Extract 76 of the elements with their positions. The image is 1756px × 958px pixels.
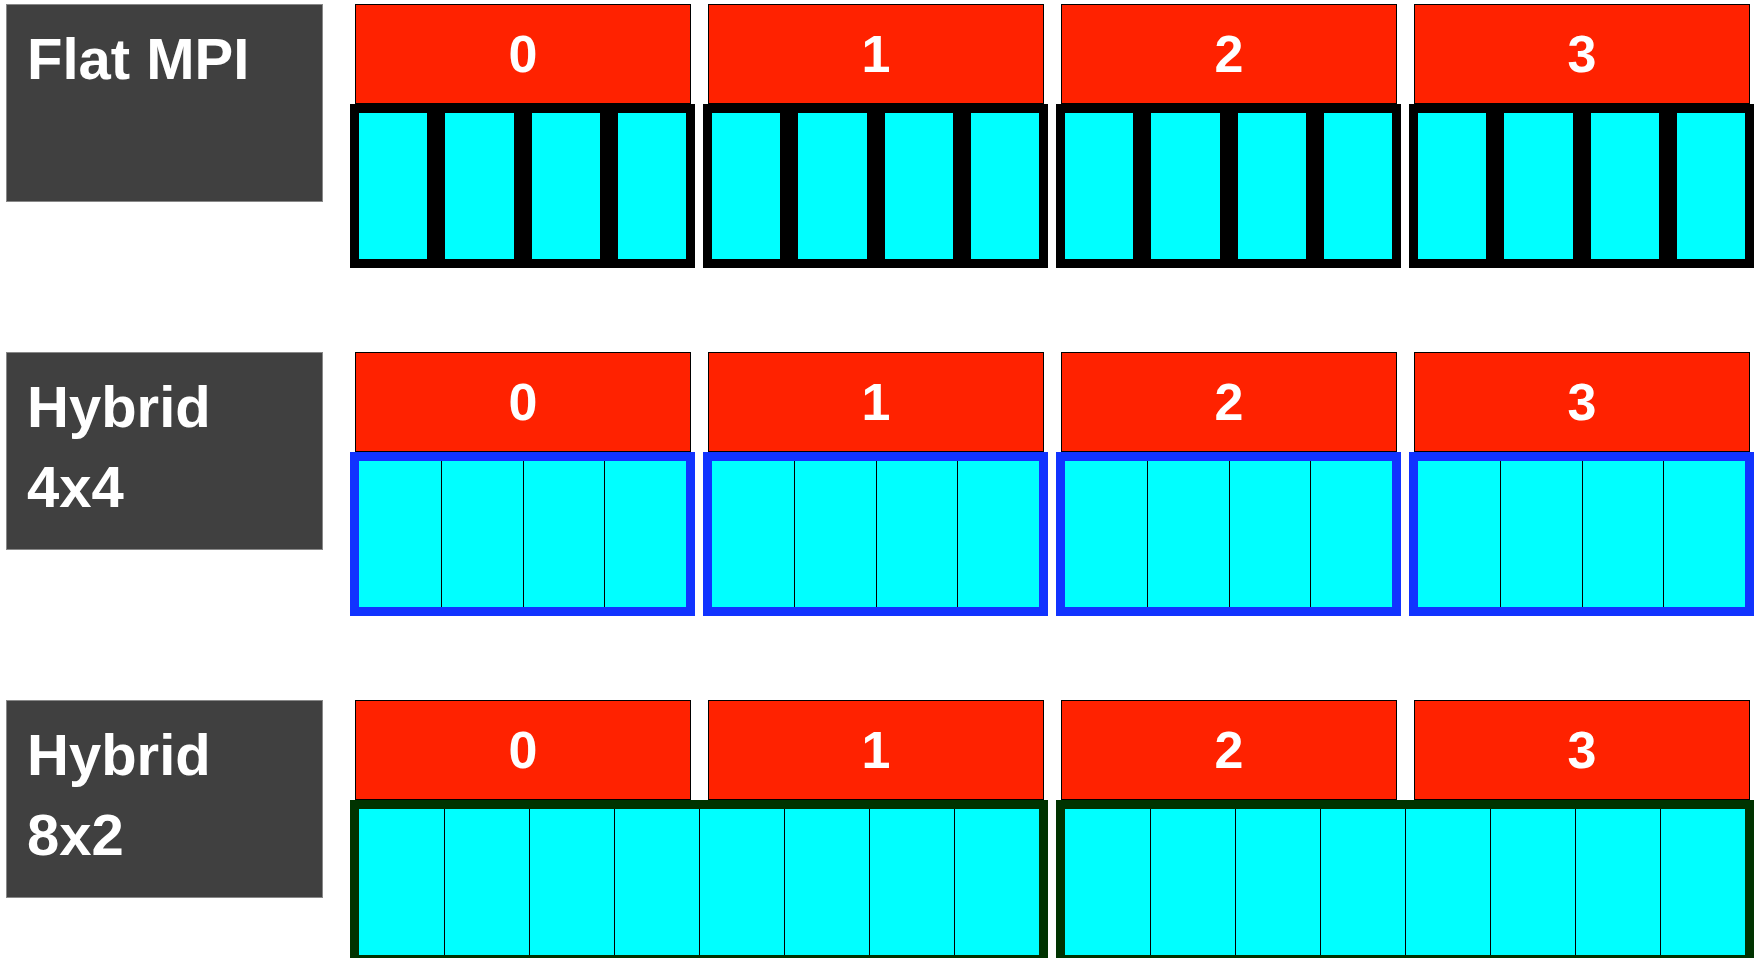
rank-number: 3	[1567, 372, 1597, 432]
rank-number: 1	[861, 24, 891, 84]
rank-number: 2	[1214, 720, 1244, 780]
row-label: Hybrid 8x2	[27, 721, 212, 869]
core-cell	[604, 461, 686, 607]
core-cell	[1663, 461, 1745, 607]
core-cell	[440, 461, 523, 607]
core-cell	[875, 461, 958, 607]
core-cell	[1490, 809, 1575, 955]
core-cell	[1499, 461, 1582, 607]
core-cell	[359, 461, 441, 607]
core-cell	[1575, 809, 1660, 955]
core-cell	[614, 809, 699, 955]
label-panel	[6, 700, 323, 898]
core-cell	[703, 104, 790, 268]
core-cell	[793, 461, 876, 607]
core-cell	[954, 809, 1039, 955]
core-cell	[784, 809, 869, 955]
group-outline	[1056, 452, 1401, 616]
core-cell	[1065, 461, 1147, 607]
core-cell	[1660, 809, 1745, 955]
core-cell	[350, 104, 437, 268]
header-bar	[1414, 4, 1750, 104]
row-label: Hybrid 4x4	[27, 373, 212, 521]
core-cell	[1418, 461, 1500, 607]
core-cell	[869, 809, 954, 955]
group-outline	[1409, 452, 1754, 616]
header-bar	[708, 700, 1044, 800]
header-bar	[708, 352, 1044, 452]
header-bar	[355, 4, 691, 104]
rank-number: 1	[861, 720, 891, 780]
rank-number: 3	[1567, 720, 1597, 780]
core-cell	[1314, 104, 1401, 268]
core-cell	[957, 461, 1039, 607]
rank-number: 1	[861, 372, 891, 432]
group-outline	[350, 452, 695, 616]
core-cell	[1320, 809, 1405, 955]
rank-number: 2	[1214, 372, 1244, 432]
core-cell	[444, 809, 529, 955]
label-panel	[6, 352, 323, 550]
rank-number: 0	[508, 372, 538, 432]
core-cell	[529, 809, 614, 955]
group-outline	[703, 452, 1048, 616]
row-label: Flat MPI	[27, 25, 250, 93]
rank-number: 2	[1214, 24, 1244, 84]
core-cell	[1581, 461, 1664, 607]
core-cell	[359, 809, 444, 955]
header-bar	[708, 4, 1044, 104]
rank-number: 3	[1567, 24, 1597, 84]
core-cell	[1146, 461, 1229, 607]
group-outline	[1056, 800, 1754, 958]
group-outline	[350, 800, 1048, 958]
core-cell	[1150, 809, 1235, 955]
core-cell	[1310, 461, 1392, 607]
label-panel	[6, 4, 323, 202]
rank-number: 0	[508, 24, 538, 84]
header-bar	[355, 352, 691, 452]
core-cell	[712, 461, 794, 607]
header-bar	[1061, 700, 1397, 800]
core-cell	[522, 461, 605, 607]
core-cell	[961, 104, 1048, 268]
core-cell	[1228, 461, 1311, 607]
header-bar	[1061, 352, 1397, 452]
header-bar	[1414, 700, 1750, 800]
core-cell	[1056, 104, 1143, 268]
core-cell	[1065, 809, 1150, 955]
header-bar	[1414, 352, 1750, 452]
core-cell	[699, 809, 784, 955]
core-cell	[1405, 809, 1490, 955]
core-cell	[1235, 809, 1320, 955]
core-cell	[608, 104, 695, 268]
core-cell	[1667, 104, 1754, 268]
rank-number: 0	[508, 720, 538, 780]
core-cell	[1409, 104, 1496, 268]
header-bar	[1061, 4, 1397, 104]
header-bar	[355, 700, 691, 800]
